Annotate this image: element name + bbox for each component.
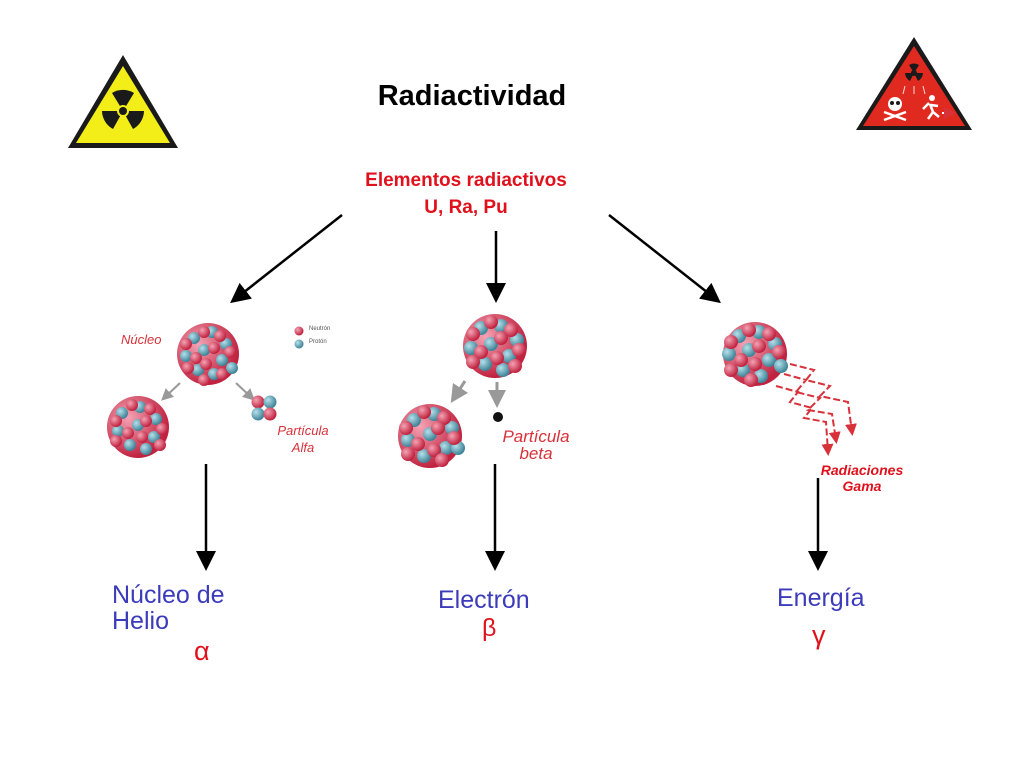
radiation-danger-skull-icon (856, 37, 972, 130)
alpha-particle (251, 395, 277, 421)
legend-proton-label: Protón (309, 339, 327, 345)
alpha-particle-label: Partícula Alfa (277, 423, 329, 455)
gamma-decay-illustration (722, 322, 857, 456)
gamma-rays-label: Radiaciones Gama (820, 462, 904, 494)
branch-arrows (196, 214, 828, 571)
alpha-result: Núcleo de Helio (112, 581, 225, 635)
radioactive-elements-box: Elementos radiactivos U, Ra, Pu (330, 167, 602, 221)
gamma-nucleus (722, 322, 788, 387)
page-title: Radiactividad (377, 80, 567, 112)
beta-decay-illustration (398, 314, 527, 468)
beta-electron (493, 412, 503, 422)
beta-nucleus (463, 314, 527, 378)
alpha-decay-illustration (107, 323, 304, 458)
alpha-symbol: α (194, 636, 210, 666)
alpha-nucleus (177, 323, 239, 386)
legend-neutron-label: Neutrón (309, 326, 331, 332)
alpha-daughter-nucleus (107, 396, 169, 458)
beta-result: Electrón (438, 586, 530, 614)
beta-daughter-nucleus (398, 404, 465, 468)
legend-neutron-dot (294, 326, 304, 336)
legend-proton-dot (294, 339, 304, 349)
radioactive-elements-list: U, Ra, Pu (424, 197, 508, 218)
radioactive-elements-heading: Elementos radiactivos (365, 170, 567, 191)
beta-symbol: β (482, 614, 497, 642)
nucleus-label: Núcleo (121, 332, 162, 347)
gamma-rays (775, 363, 857, 456)
gamma-symbol: γ (812, 620, 826, 650)
beta-particle-label: Partícula beta (502, 427, 570, 463)
radiation-trefoil-icon (68, 55, 178, 148)
gamma-result: Energía (777, 584, 865, 612)
